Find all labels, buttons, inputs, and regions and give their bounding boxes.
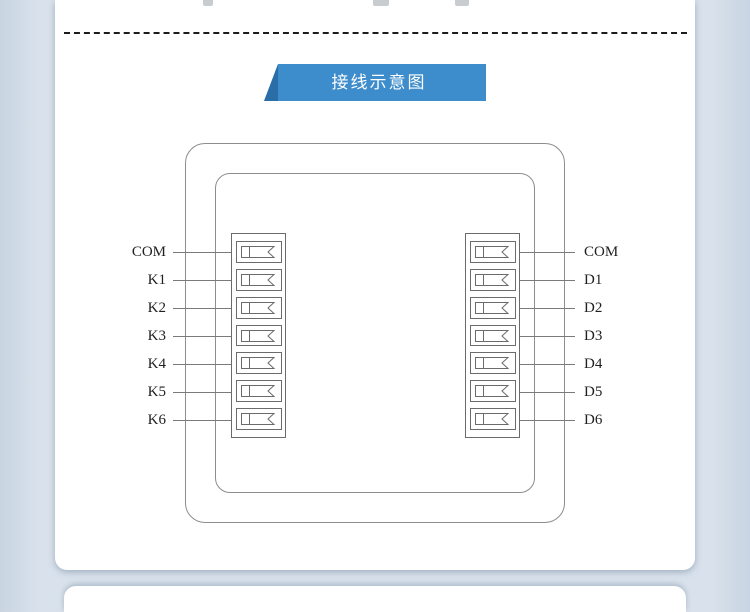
terminal-clamp-icon [474,301,509,314]
connector-line [173,391,231,393]
terminal-cell [469,296,516,319]
terminal-cell [469,408,516,431]
connector-line [520,307,575,309]
terminal-row: K1 [115,269,231,291]
connector-line [520,419,575,421]
connector-line [173,279,231,281]
terminal-cell [469,241,516,263]
terminal-clamp-icon [474,357,509,370]
terminal-cell [469,380,516,403]
terminal-clamp-icon [474,413,509,426]
terminal-label: D1 [584,271,603,288]
banner-title: 接线示意图 [331,73,427,92]
connector-line [173,335,231,337]
terminal-cell [235,380,282,403]
connector-line [520,335,575,337]
terminal-block-left [231,233,286,438]
next-card-top-edge [64,586,686,612]
connector-line [520,251,575,253]
terminal-label: D4 [584,355,603,372]
terminal-clamp-icon [240,301,275,314]
terminal-block-right [465,233,520,438]
connector-line [520,279,575,281]
terminal-clamp-icon [240,245,275,258]
banner-fold [264,64,278,101]
cropped-text-artifact [203,0,213,6]
terminal-cell [235,408,282,431]
section-banner: 接线示意图 [264,64,486,101]
terminal-row: K4 [115,353,231,375]
cropped-text-artifact [455,0,469,6]
terminal-cell [235,324,282,347]
terminal-label: D5 [584,383,603,400]
terminal-cell [469,352,516,375]
terminal-label: K4 [147,355,166,372]
connector-line [173,363,231,365]
terminal-clamp-icon [474,329,509,342]
terminal-row: D3 [520,325,646,347]
dashed-divider [64,32,687,34]
terminal-row: K5 [115,381,231,403]
terminal-label: K3 [147,327,166,344]
terminal-row: D1 [520,269,646,291]
terminal-row: D2 [520,297,646,319]
terminal-row: COM [115,241,231,263]
terminal-label: COM [584,243,619,260]
terminal-clamp-icon [240,413,275,426]
terminal-row: K2 [115,297,231,319]
terminal-clamp-icon [474,385,509,398]
device-outline-outer [185,143,565,523]
terminal-clamp-icon [474,273,509,286]
terminal-cell [469,324,516,347]
terminal-label: K1 [147,271,166,288]
connector-line [173,419,231,421]
terminal-row: D4 [520,353,646,375]
terminal-row: D6 [520,409,646,431]
terminal-cell [235,296,282,319]
terminal-label: K6 [147,411,166,428]
terminal-row: COM [520,241,646,263]
terminal-clamp-icon [474,245,509,258]
terminal-row: D5 [520,381,646,403]
terminal-label: D6 [584,411,603,428]
terminal-clamp-icon [240,273,275,286]
terminal-row: K3 [115,325,231,347]
connector-line [173,251,231,253]
cropped-text-artifact [373,0,389,6]
device-outline-inner [215,173,535,493]
terminal-clamp-icon [240,385,275,398]
terminal-label: D2 [584,299,603,316]
connector-line [520,391,575,393]
terminal-label: K2 [147,299,166,316]
terminal-cell [235,268,282,291]
terminal-clamp-icon [240,329,275,342]
terminal-cell [235,241,282,263]
terminal-row: K6 [115,409,231,431]
connector-line [520,363,575,365]
terminal-label: COM [131,243,166,260]
content-panel: 接线示意图 COM K1 K2 K3 K4 [55,0,695,570]
connector-line [173,307,231,309]
terminal-label: K5 [147,383,166,400]
terminal-clamp-icon [240,357,275,370]
terminal-label: D3 [584,327,603,344]
terminal-cell [469,268,516,291]
terminal-cell [235,352,282,375]
